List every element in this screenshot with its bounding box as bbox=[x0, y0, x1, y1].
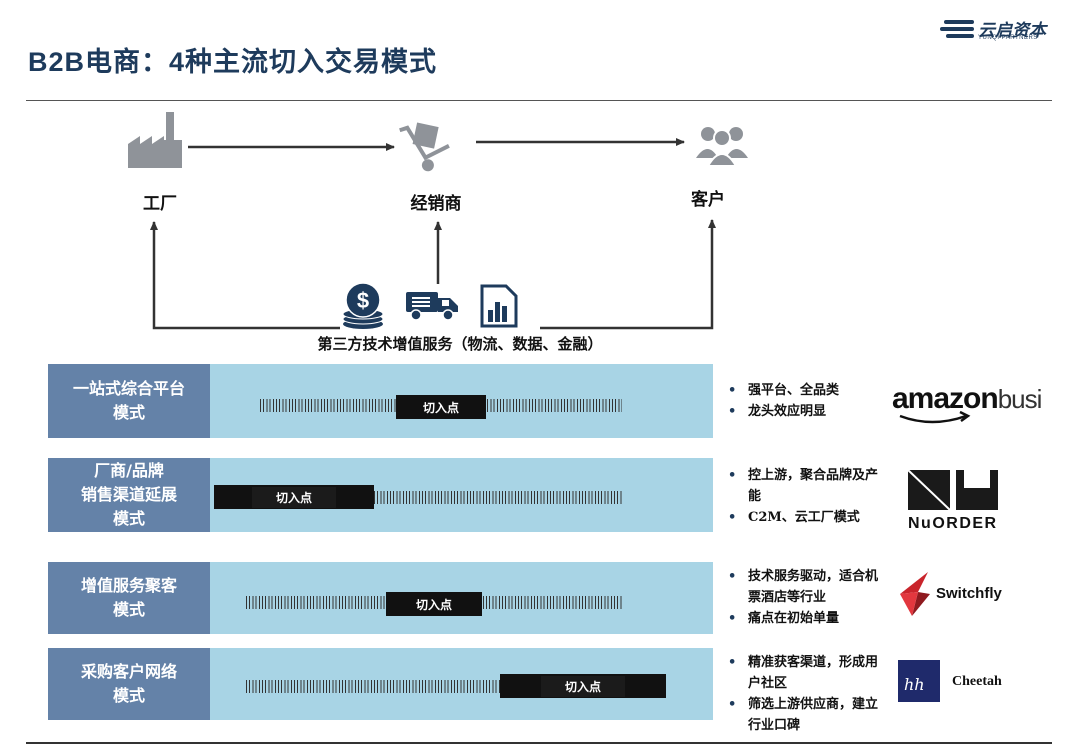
row-label-1: 一站式综合平台模式 bbox=[48, 364, 210, 438]
switchfly-logo: Switchfly bbox=[900, 572, 1003, 616]
nuorder-logo: NuORDER bbox=[907, 469, 998, 532]
brand-name: Cheetah bbox=[952, 674, 1002, 689]
entry-point-marker: 切入点 bbox=[386, 592, 482, 616]
row-bullets-4: •精准获客渠道，形成用户社区 •筛选上游供应商，建立行业口碑 bbox=[728, 655, 879, 733]
hand-truck-icon bbox=[399, 122, 450, 172]
node-customer-label: 客户 bbox=[691, 190, 725, 210]
row-bar-1: 切入点 bbox=[210, 364, 713, 438]
top-divider bbox=[26, 100, 1052, 101]
page-title: B2B电商：4种主流切入交易模式 bbox=[28, 47, 438, 78]
row-label-2: 厂商/品牌销售渠道延展模式 bbox=[48, 458, 210, 532]
delivery-truck-icon bbox=[406, 292, 458, 321]
row-bar-4: 切入点 bbox=[210, 648, 713, 720]
node-distributor-label: 经销商 bbox=[410, 194, 462, 214]
row-bar-2: 切入点 bbox=[210, 458, 713, 532]
bar-chart-icon bbox=[480, 284, 518, 328]
svg-text:hh: hh bbox=[904, 675, 925, 694]
factory-icon bbox=[128, 112, 182, 168]
row-label-4: 采购客户网络模式 bbox=[48, 648, 210, 720]
arrow-services-to-customer bbox=[540, 219, 716, 330]
logo-mark-icon bbox=[940, 20, 974, 38]
brand-switchfly: Switchfly bbox=[896, 568, 1026, 622]
brand-name: amazonbusiness bbox=[892, 382, 1042, 415]
row-bullets-2: •控上游，聚合品牌及产能 •C2M、云工厂模式 bbox=[728, 468, 879, 525]
brand-name: Switchfly bbox=[936, 585, 1003, 602]
cheetah-logo: hh Cheetah bbox=[898, 660, 1002, 702]
tick-track bbox=[246, 680, 500, 693]
amazon-business-logo: amazonbusiness bbox=[892, 382, 1080, 424]
arrow-services-to-factory bbox=[150, 221, 340, 330]
brand-name: NuORDER bbox=[908, 515, 998, 532]
logo-subtitle: YUNQI PARTNERS bbox=[978, 35, 1038, 41]
people-icon bbox=[696, 127, 748, 166]
logo-name: 云启资本 bbox=[978, 21, 1046, 40]
dollar-coins-icon: $ bbox=[342, 282, 384, 329]
svg-text:$: $ bbox=[357, 288, 369, 313]
entry-point-marker: 切入点 bbox=[214, 485, 374, 509]
bottom-divider bbox=[26, 742, 1052, 744]
flow-diagram bbox=[150, 138, 716, 330]
row-bullets-3: •技术服务驱动，适合机票酒店等行业 •痛点在初始单量 bbox=[728, 569, 879, 626]
entry-point-marker: 切入点 bbox=[396, 395, 486, 419]
entry-point-marker: 切入点 bbox=[500, 674, 666, 698]
tick-track bbox=[374, 491, 622, 504]
brand-amazonbusiness: amazonbusiness bbox=[892, 378, 1080, 430]
brand-logo: 云启资本 YUNQI PARTNERS bbox=[940, 16, 1052, 44]
services-label: 第三方技术增值服务（物流、数据、金融） bbox=[317, 335, 603, 353]
row-label-3: 增值服务聚客模式 bbox=[48, 562, 210, 634]
node-factory-label: 工厂 bbox=[143, 194, 177, 214]
row-bar-3: 切入点 bbox=[210, 562, 713, 634]
brand-cheetah: hh Cheetah bbox=[898, 660, 1022, 710]
row-bullets-1: •强平台、全品类 •龙头效应明显 bbox=[728, 383, 840, 419]
brand-nuorder: NuORDER bbox=[906, 468, 1002, 536]
